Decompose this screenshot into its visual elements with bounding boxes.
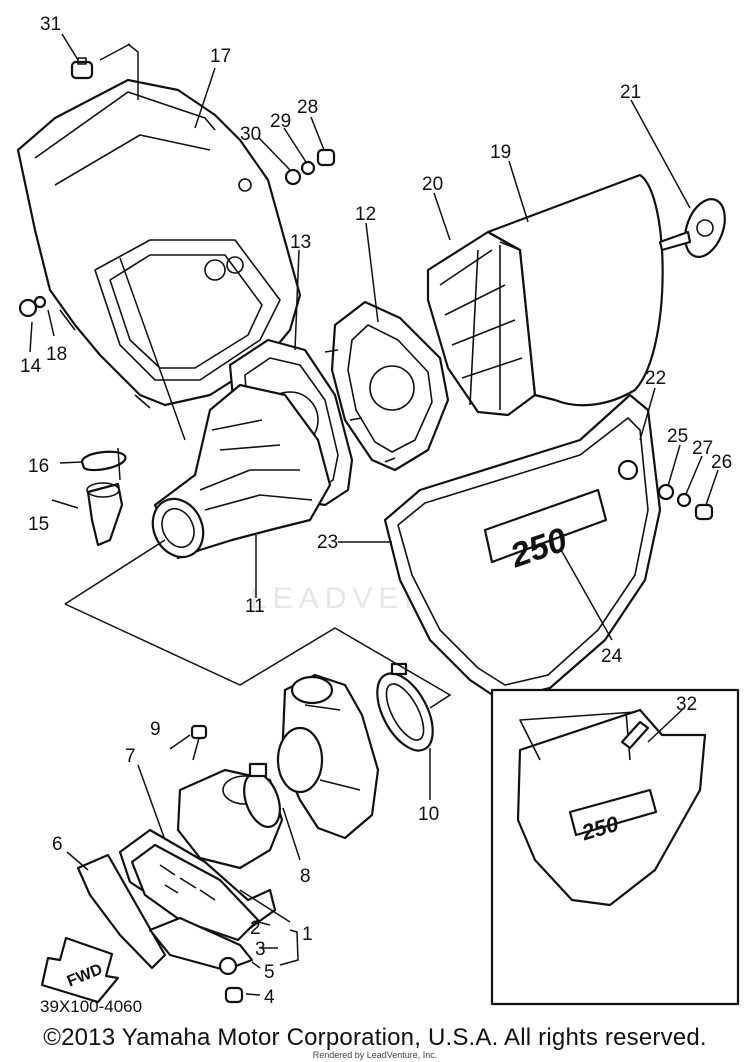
callout-32: 32	[676, 694, 697, 715]
callout-1: 1	[302, 924, 313, 945]
bolt-9	[190, 724, 208, 761]
callout-5: 5	[264, 962, 275, 983]
fwd-arrow: FWD	[40, 936, 120, 1004]
washer-5	[218, 956, 238, 976]
filter-guide-12	[324, 300, 450, 472]
washer-27	[676, 492, 692, 508]
callout-17: 17	[210, 46, 231, 67]
callout-21: 21	[620, 82, 641, 103]
callout-23: 23	[317, 532, 338, 553]
washer-18	[33, 295, 47, 309]
callout-12: 12	[355, 204, 376, 225]
callout-25: 25	[667, 426, 688, 447]
copyright-footer: ©2013 Yamaha Motor Corporation, U.S.A. A…	[43, 1024, 707, 1051]
callout-8: 8	[300, 866, 311, 887]
reference-code: 39X100-4060	[40, 997, 142, 1016]
gasket-6	[76, 853, 167, 970]
callout-14: 14	[20, 356, 42, 377]
callout-29: 29	[270, 111, 291, 132]
leader-lines	[29, 33, 719, 996]
callout-28: 28	[297, 97, 318, 118]
callout-3: 3	[255, 939, 266, 960]
callout-18: 18	[46, 344, 67, 365]
gasket-3	[148, 916, 254, 972]
nut-30	[284, 168, 302, 186]
callout-4: 4	[264, 987, 275, 1008]
carburetor	[276, 673, 380, 840]
callout-20: 20	[422, 174, 443, 195]
air-duct-11	[151, 383, 332, 560]
callout-26: 26	[711, 452, 732, 473]
callout-19: 19	[490, 142, 511, 163]
callout-31: 31	[40, 14, 61, 35]
callout-22: 22	[645, 368, 666, 389]
callout-2: 2	[250, 918, 261, 939]
callout-24: 24	[601, 646, 623, 667]
bolt-31	[70, 57, 94, 80]
callout-30: 30	[240, 124, 261, 145]
grommet-15	[86, 482, 124, 547]
washer-29	[300, 160, 316, 176]
callout-10: 10	[418, 804, 439, 825]
inset-panel: 250	[490, 688, 740, 1006]
clamp-10	[376, 662, 434, 752]
callout-16: 16	[28, 456, 49, 477]
callout-9: 9	[150, 719, 161, 740]
clamp-8-band	[243, 762, 281, 828]
callout-7: 7	[125, 746, 136, 767]
screw-26	[694, 503, 714, 521]
callout-6: 6	[52, 834, 63, 855]
o-ring-16	[80, 450, 127, 472]
nut-4	[224, 986, 244, 1004]
callout-27: 27	[692, 438, 713, 459]
filter-element-19	[486, 173, 664, 407]
rendered-by-note: Rendered by LeadVenture, Inc.	[312, 1050, 438, 1060]
callout-11: 11	[245, 596, 265, 617]
callouts: 31 17 30 29 28 21 19 20 12 13 14 18 16 1…	[20, 14, 732, 1016]
nut-14	[18, 298, 38, 318]
callout-15: 15	[28, 514, 49, 535]
reed-valve-2	[130, 843, 260, 942]
callout-13: 13	[290, 232, 311, 253]
washer-25	[657, 483, 675, 501]
nut-28	[316, 148, 336, 167]
wing-bolt-21	[658, 198, 726, 258]
